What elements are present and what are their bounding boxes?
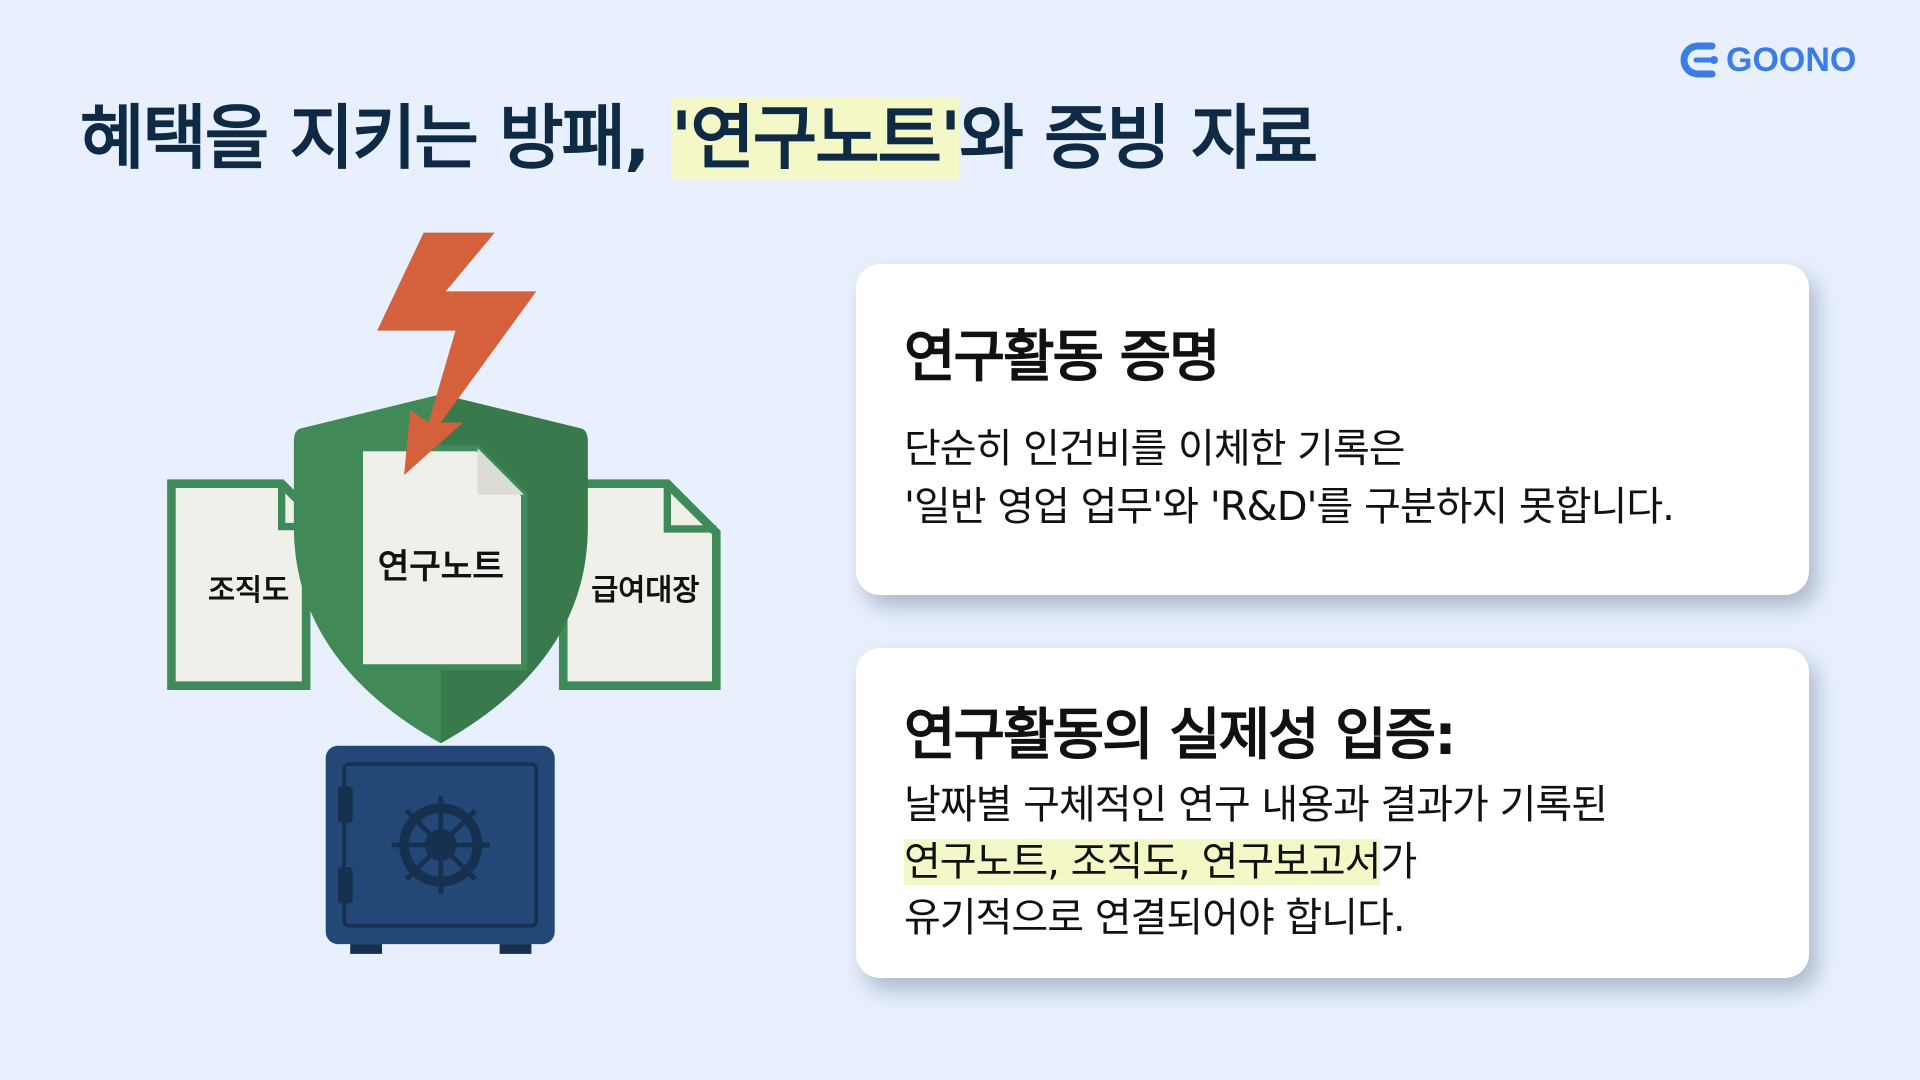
document-right-icon	[558, 479, 721, 690]
card-text: 유기적으로 연결되어야 합니다.	[904, 895, 1406, 941]
card-title: 연구활동의 실제성 입증:	[904, 703, 1457, 768]
title-text-end: 와 증빙 자료	[959, 97, 1318, 179]
doc-label-research-note: 연구노트	[378, 547, 504, 587]
card-text: 단순히 인건비를 이체한 기록은	[904, 426, 1406, 472]
document-center-icon	[356, 445, 528, 671]
safe-icon	[325, 745, 555, 954]
card-research-proof: 연구활동 증명 단순히 인건비를 이체한 기록은 '일반 영업 업무'와 'R&…	[856, 264, 1809, 595]
title-highlight: '연구노트'	[670, 97, 961, 179]
card-title: 연구활동 증명	[904, 325, 1221, 390]
title-text: 혜택을 지키는 방패,	[80, 97, 671, 179]
doc-label-org-chart: 조직도	[208, 573, 289, 607]
doc-label-payroll: 급여대장	[591, 573, 699, 607]
card-text: 연구노트, 조직도, 연구보고서가	[904, 829, 1417, 887]
page-title: 혜택을 지키는 방패, '연구노트'와 증빙 자료	[80, 82, 1318, 183]
highlighted-docs: 연구노트, 조직도, 연구보고서	[904, 839, 1381, 885]
logo-text: GOONO	[1726, 40, 1857, 79]
card-text: 날짜별 구체적인 연구 내용과 결과가 기록된	[904, 782, 1608, 828]
lightning-bolt-icon	[377, 232, 537, 476]
goono-logo: GOONO	[1678, 40, 1856, 80]
card-text: '일반 영업 업무'와 'R&D'를 구분하지 못합니다.	[904, 484, 1675, 530]
goono-logo-icon	[1680, 42, 1718, 78]
card-research-reality: 연구활동의 실제성 입증: 날짜별 구체적인 연구 내용과 결과가 기록된 연구…	[856, 648, 1809, 978]
card-text-rest: 가	[1380, 839, 1417, 885]
